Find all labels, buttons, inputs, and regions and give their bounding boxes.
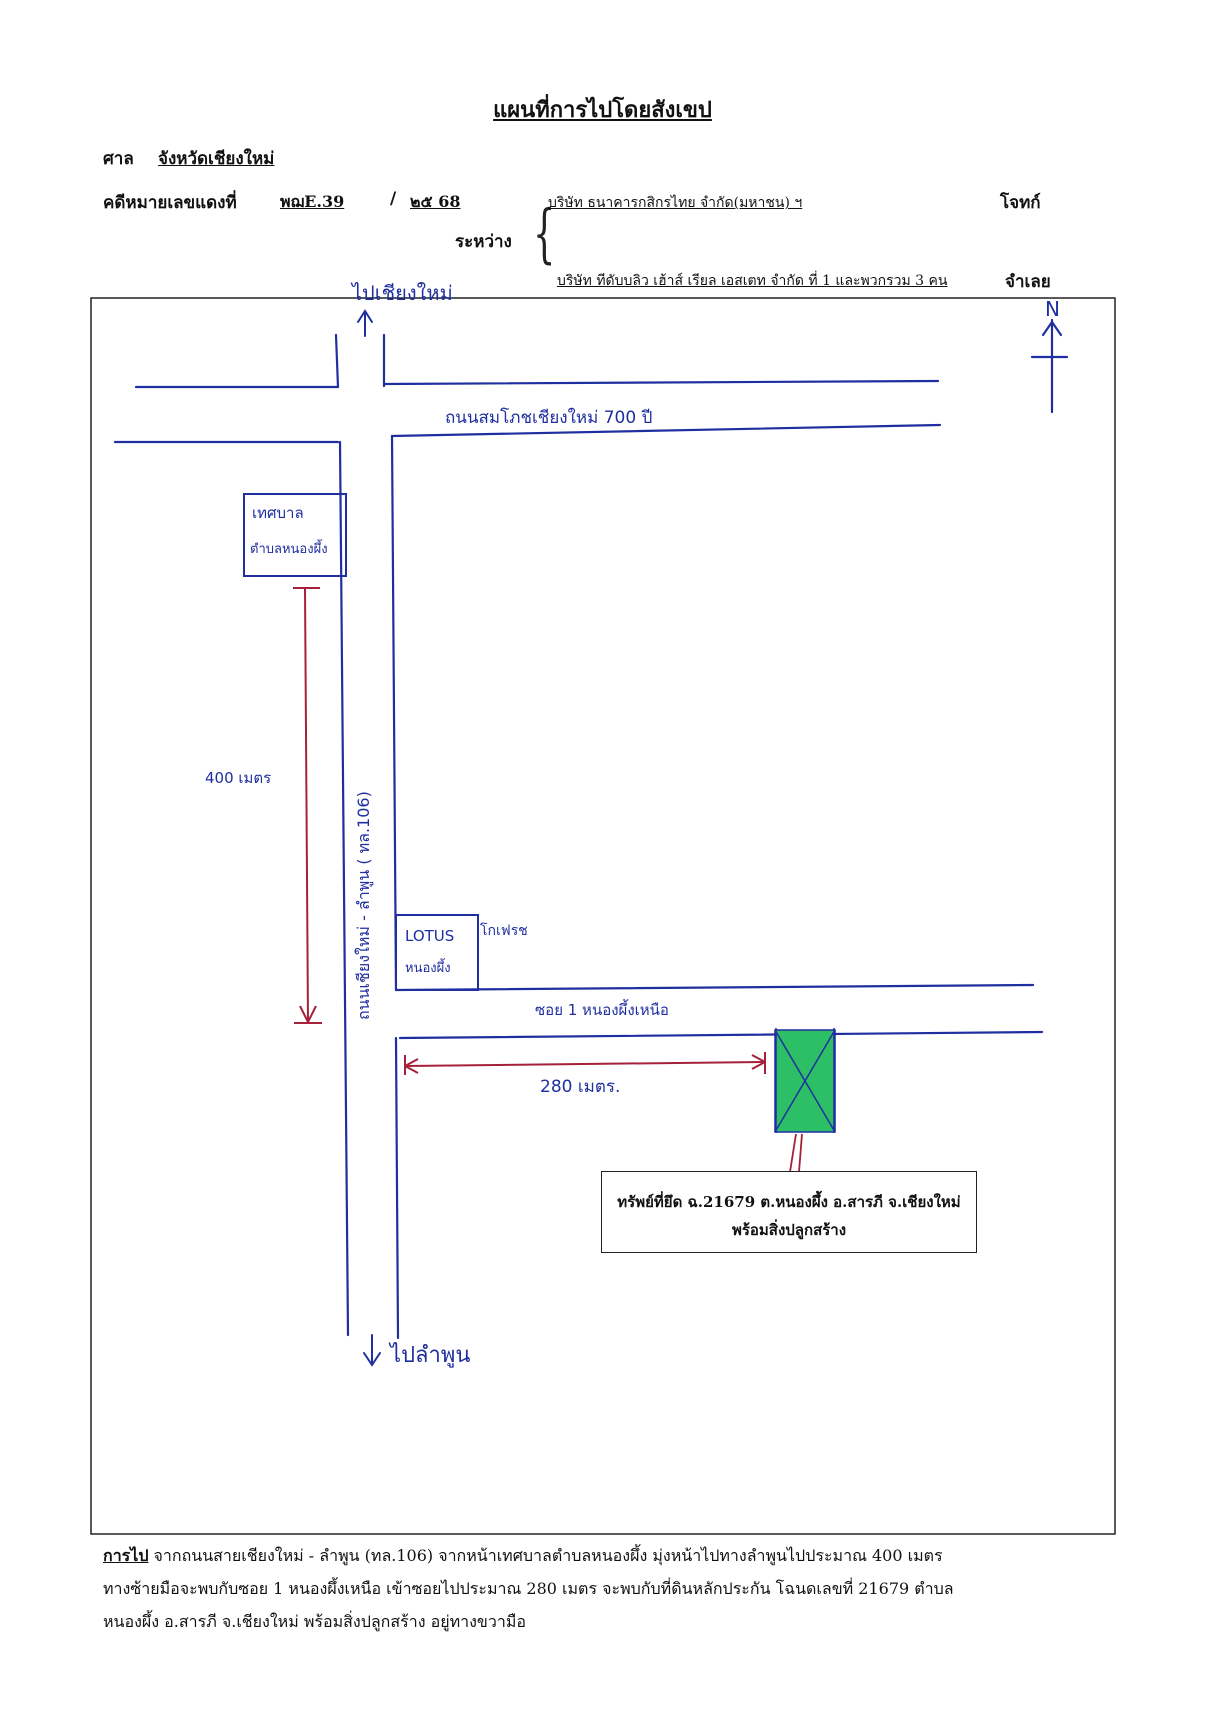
plaintiff-role: โจทก์ bbox=[1000, 193, 1041, 213]
case-label: คดีหมายเลขแดงที่ bbox=[103, 193, 237, 213]
soi-label: ซอย 1 หนองผึ้งเหนือ bbox=[535, 999, 669, 1019]
lotus-line1: LOTUS bbox=[405, 927, 454, 945]
north-label: N bbox=[1045, 297, 1060, 321]
map-frame-border bbox=[90, 297, 1116, 1535]
municipality-box bbox=[243, 493, 347, 577]
road-top-upper-right bbox=[382, 379, 940, 386]
distance-400-measure bbox=[293, 587, 322, 1025]
north-arrow-icon bbox=[1030, 318, 1069, 414]
main-road-right-edge-lower bbox=[394, 1036, 400, 1340]
municipality-line2: ตำบลหนองผึ้ง bbox=[250, 539, 328, 557]
main-road-left-edge bbox=[338, 440, 350, 1337]
lotus-suffix: โกเฟรช bbox=[480, 922, 528, 939]
distance-280-measure bbox=[404, 1052, 766, 1075]
distance-400-label: 400 เมตร bbox=[205, 769, 271, 787]
directions-line1-text: จากถนนสายเชียงใหม่ - ลำพูน (ทล.106) จากห… bbox=[148, 1546, 943, 1565]
court-label: ศาล bbox=[103, 149, 134, 169]
defendant-role: จำเลย bbox=[1005, 272, 1051, 292]
lotus-box bbox=[395, 914, 479, 991]
road-top-label: ถนนสมโภชเชียงใหม่ 700 ปี bbox=[445, 407, 652, 428]
distance-280-label: 280 เมตร. bbox=[540, 1077, 620, 1097]
property-parcel bbox=[774, 1028, 836, 1133]
soi-upper-edge bbox=[394, 983, 1035, 992]
property-pointer bbox=[789, 1133, 803, 1173]
property-note-line1: ทรัพย์ที่ยึด ฉ.21679 ต.หนองผึ้ง อ.สารภี … bbox=[617, 1193, 961, 1211]
case-year: ๒๕ 68 bbox=[410, 192, 461, 211]
road-top-lower-right bbox=[390, 423, 942, 438]
directions-line1: การไป จากถนนสายเชียงใหม่ - ลำพูน (ทล.106… bbox=[103, 1539, 1103, 1572]
court-value: จังหวัดเชียงใหม่ bbox=[158, 149, 275, 169]
directions-line3: หนองผึ้ง อ.สารภี จ.เชียงใหม่ พร้อมสิ่งปล… bbox=[103, 1612, 526, 1631]
party-brace: { bbox=[533, 197, 556, 271]
property-note-line2: พร้อมสิ่งปลูกสร้าง bbox=[731, 1221, 847, 1239]
case-number: พฌE.39 bbox=[280, 192, 345, 211]
defendant-name: บริษัท ทีดับบลิว เฮ้าส์ เรียล เอสเตท จำก… bbox=[557, 273, 948, 289]
to-lamphun-arrow bbox=[363, 1334, 381, 1367]
plaintiff-name: บริษัท ธนาคารกสิกรไทย จำกัด(มหาชน) ฯ bbox=[548, 195, 803, 211]
main-road-label: ถนนเชียงใหม่ - ลำพูน ( ทล.106) bbox=[354, 791, 374, 1020]
directions-heading: การไป bbox=[103, 1546, 149, 1565]
lotus-line2: หนองผึ้ง bbox=[405, 958, 451, 976]
municipality-line1: เทศบาล bbox=[252, 504, 304, 522]
page-title: แผนที่การไปโดยสังเขป bbox=[493, 97, 712, 123]
to-chiang-mai-arrow bbox=[357, 309, 373, 337]
property-note: ทรัพย์ที่ยึด ฉ.21679 ต.หนองผึ้ง อ.สารภี … bbox=[601, 1171, 977, 1253]
to-lamphun-label: ไปลำพูน bbox=[388, 1342, 470, 1368]
directions: การไป จากถนนสายเชียงใหม่ - ลำพูน (ทล.106… bbox=[103, 1539, 1103, 1638]
case-slash: / bbox=[390, 189, 397, 209]
directions-line2: ทางซ้ายมือจะพบกับซอย 1 หนองผึ้งเหนือ เข้… bbox=[103, 1579, 954, 1598]
to-chiang-mai-label: ไปเชียงใหม่ bbox=[350, 281, 453, 305]
main-road-right-edge-upper bbox=[390, 434, 398, 992]
between-label: ระหว่าง bbox=[455, 232, 512, 252]
road-lines bbox=[113, 333, 1044, 1340]
soi-lower-edge bbox=[398, 1030, 1044, 1040]
road-north-left-edge bbox=[334, 333, 340, 389]
